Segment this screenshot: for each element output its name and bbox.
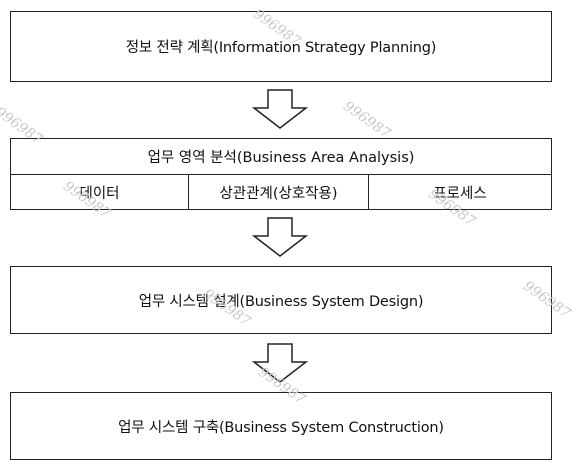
stage-information-strategy-planning: 정보 전략 계획(Information Strategy Planning) [10,11,552,82]
stage-business-area-analysis: 업무 영역 분석(Business Area Analysis) 데이터 상관관… [10,138,552,210]
analysis-components: 데이터 상관관계(상호작용) 프로세스 [11,175,551,209]
stage-label: 업무 시스템 설계(Business System Design) [138,293,424,310]
down-arrow-icon [251,217,309,257]
stage-label: 정보 전략 계획(Information Strategy Planning) [125,40,437,56]
stage-label: 업무 시스템 구축(Business System Construction) [118,419,444,436]
down-arrow-icon [251,89,309,129]
component-data: 데이터 [11,175,189,209]
component-process: 프로세스 [433,185,487,202]
stage-business-system-construction: 업무 시스템 구축(Business System Construction) [10,392,552,460]
component-interaction: 상관관계(상호작용) [189,175,369,209]
stage-business-system-design: 업무 시스템 설계(Business System Design) [10,266,552,334]
down-arrow-icon [251,343,309,383]
stage-label: 업무 영역 분석(Business Area Analysis) [11,139,551,175]
watermark: 996987 [340,98,394,142]
